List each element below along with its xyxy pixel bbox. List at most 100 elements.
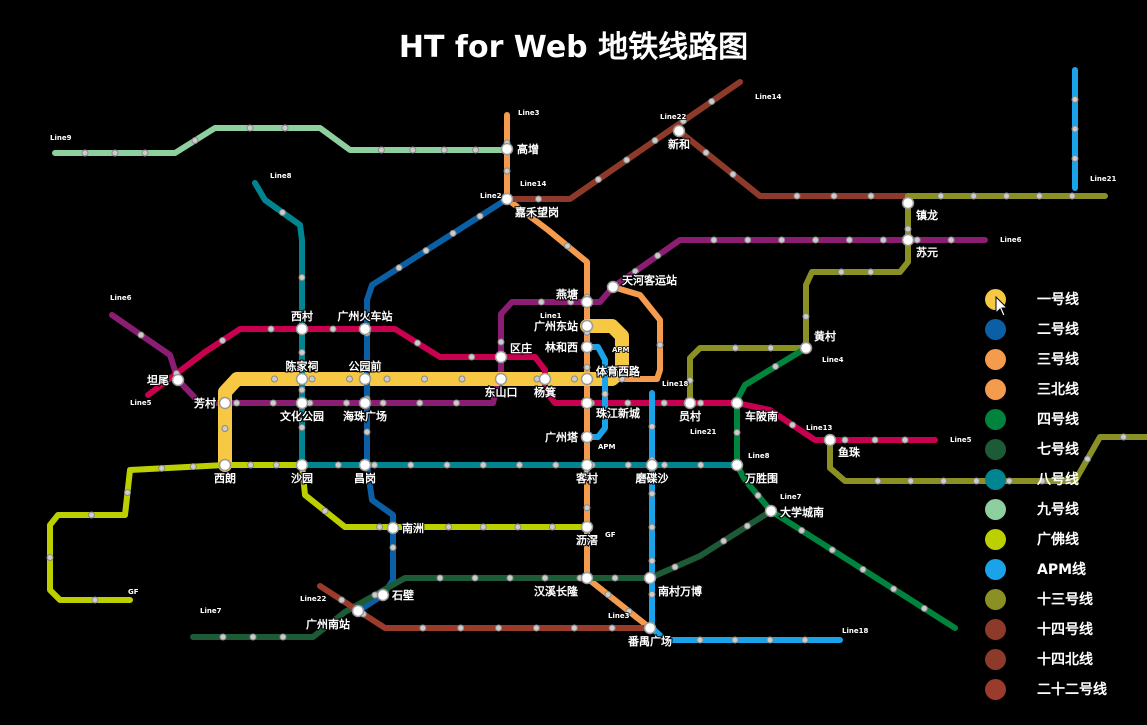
station-dot[interactable] bbox=[648, 557, 656, 565]
station-dot[interactable] bbox=[279, 633, 287, 641]
station-dot[interactable] bbox=[219, 337, 226, 344]
station-dot[interactable] bbox=[535, 195, 542, 203]
station-dot[interactable] bbox=[871, 436, 879, 444]
legend-item[interactable]: 十三号线 bbox=[985, 584, 1107, 614]
station-dot[interactable] bbox=[648, 490, 656, 498]
interchange-station-marker[interactable] bbox=[538, 372, 552, 386]
interchange-station-marker[interactable] bbox=[358, 396, 372, 410]
station-dot[interactable] bbox=[46, 554, 54, 561]
interchange-station-marker[interactable] bbox=[171, 373, 185, 387]
station-dot[interactable] bbox=[937, 192, 945, 200]
station-dot[interactable] bbox=[696, 636, 704, 644]
station-dot[interactable] bbox=[874, 477, 882, 485]
station-dot[interactable] bbox=[124, 489, 131, 496]
legend-item[interactable]: 七号线 bbox=[985, 434, 1107, 464]
station-dot[interactable] bbox=[495, 624, 503, 632]
interchange-station-marker[interactable] bbox=[295, 396, 309, 410]
station-dot[interactable] bbox=[907, 477, 915, 485]
metro-line-l5[interactable] bbox=[145, 326, 938, 443]
station-dot[interactable] bbox=[445, 523, 453, 531]
legend-item[interactable]: 十四号线 bbox=[985, 614, 1107, 644]
station-dot[interactable] bbox=[940, 477, 948, 485]
station-dot[interactable] bbox=[271, 375, 278, 383]
station-dot[interactable] bbox=[1068, 192, 1076, 200]
station-dot[interactable] bbox=[731, 344, 739, 352]
interchange-station-marker[interactable] bbox=[295, 372, 309, 386]
station-dot[interactable] bbox=[279, 209, 286, 216]
station-dot[interactable] bbox=[338, 596, 346, 604]
interchange-station-marker[interactable] bbox=[494, 372, 508, 386]
station-dot[interactable] bbox=[298, 424, 306, 431]
station-dot[interactable] bbox=[879, 236, 887, 244]
station-dot[interactable] bbox=[416, 399, 424, 407]
interchange-station-marker[interactable] bbox=[580, 319, 594, 333]
station-dot[interactable] bbox=[837, 268, 845, 276]
station-dot[interactable] bbox=[564, 242, 571, 250]
station-dot[interactable] bbox=[383, 375, 391, 383]
station-dot[interactable] bbox=[618, 375, 626, 383]
station-dot[interactable] bbox=[363, 362, 371, 370]
station-dot[interactable] bbox=[267, 325, 275, 333]
station-dot[interactable] bbox=[325, 621, 333, 628]
station-dot[interactable] bbox=[537, 298, 545, 306]
station-dot[interactable] bbox=[88, 511, 95, 519]
station-dot[interactable] bbox=[249, 633, 257, 641]
station-dot[interactable] bbox=[679, 117, 687, 125]
station-dot[interactable] bbox=[793, 192, 801, 200]
station-dot[interactable] bbox=[419, 624, 427, 632]
station-dot[interactable] bbox=[476, 212, 484, 220]
station-dot[interactable] bbox=[801, 636, 809, 644]
station-dot[interactable] bbox=[548, 523, 556, 531]
station-dot[interactable] bbox=[583, 539, 591, 547]
station-dot[interactable] bbox=[414, 339, 421, 347]
legend-item[interactable]: 三北线 bbox=[985, 374, 1107, 404]
interchange-station-marker[interactable] bbox=[386, 521, 400, 535]
station-dot[interactable] bbox=[1038, 477, 1046, 485]
station-dot[interactable] bbox=[772, 363, 779, 370]
interchange-station-marker[interactable] bbox=[901, 196, 915, 210]
station-dot[interactable] bbox=[731, 636, 739, 644]
station-dot[interactable] bbox=[479, 461, 487, 469]
station-dot[interactable] bbox=[1003, 192, 1010, 200]
station-dot[interactable] bbox=[410, 523, 418, 531]
interchange-station-marker[interactable] bbox=[901, 233, 915, 247]
interchange-station-marker[interactable] bbox=[358, 322, 372, 336]
station-dot[interactable] bbox=[697, 461, 705, 469]
station-dot[interactable] bbox=[766, 636, 774, 644]
station-dot[interactable] bbox=[1005, 477, 1013, 485]
station-dot[interactable] bbox=[744, 236, 752, 244]
station-dot[interactable] bbox=[1071, 125, 1079, 133]
station-dot[interactable] bbox=[247, 461, 255, 469]
station-dot[interactable] bbox=[710, 236, 718, 244]
station-dot[interactable] bbox=[720, 537, 728, 545]
station-dot[interactable] bbox=[830, 192, 838, 200]
station-dot[interactable] bbox=[583, 504, 591, 512]
station-dot[interactable] bbox=[845, 236, 853, 244]
interchange-station-marker[interactable] bbox=[580, 430, 594, 444]
interchange-station-marker[interactable] bbox=[672, 124, 686, 138]
station-dot[interactable] bbox=[648, 590, 656, 598]
station-dot[interactable] bbox=[708, 98, 716, 105]
station-dot[interactable] bbox=[611, 574, 619, 582]
station-dot[interactable] bbox=[141, 149, 149, 157]
station-dot[interactable] bbox=[733, 429, 741, 436]
station-dot[interactable] bbox=[654, 252, 662, 260]
station-dot[interactable] bbox=[802, 313, 810, 320]
station-dot[interactable] bbox=[904, 225, 912, 233]
station-dot[interactable] bbox=[778, 236, 786, 244]
station-dot[interactable] bbox=[371, 461, 378, 469]
interchange-station-marker[interactable] bbox=[683, 396, 697, 410]
station-dot[interactable] bbox=[812, 236, 820, 244]
station-dot[interactable] bbox=[308, 375, 316, 383]
legend-item[interactable]: 二十二号线 bbox=[985, 674, 1107, 704]
station-dot[interactable] bbox=[651, 137, 659, 144]
station-dot[interactable] bbox=[648, 523, 656, 531]
interchange-station-marker[interactable] bbox=[376, 588, 390, 602]
station-dot[interactable] bbox=[376, 523, 384, 531]
interchange-station-marker[interactable] bbox=[358, 372, 372, 386]
station-dot[interactable] bbox=[754, 492, 762, 499]
station-dot[interactable] bbox=[1071, 155, 1079, 162]
station-dot[interactable] bbox=[798, 527, 806, 534]
station-dot[interactable] bbox=[503, 167, 511, 175]
station-dot[interactable] bbox=[346, 375, 353, 383]
